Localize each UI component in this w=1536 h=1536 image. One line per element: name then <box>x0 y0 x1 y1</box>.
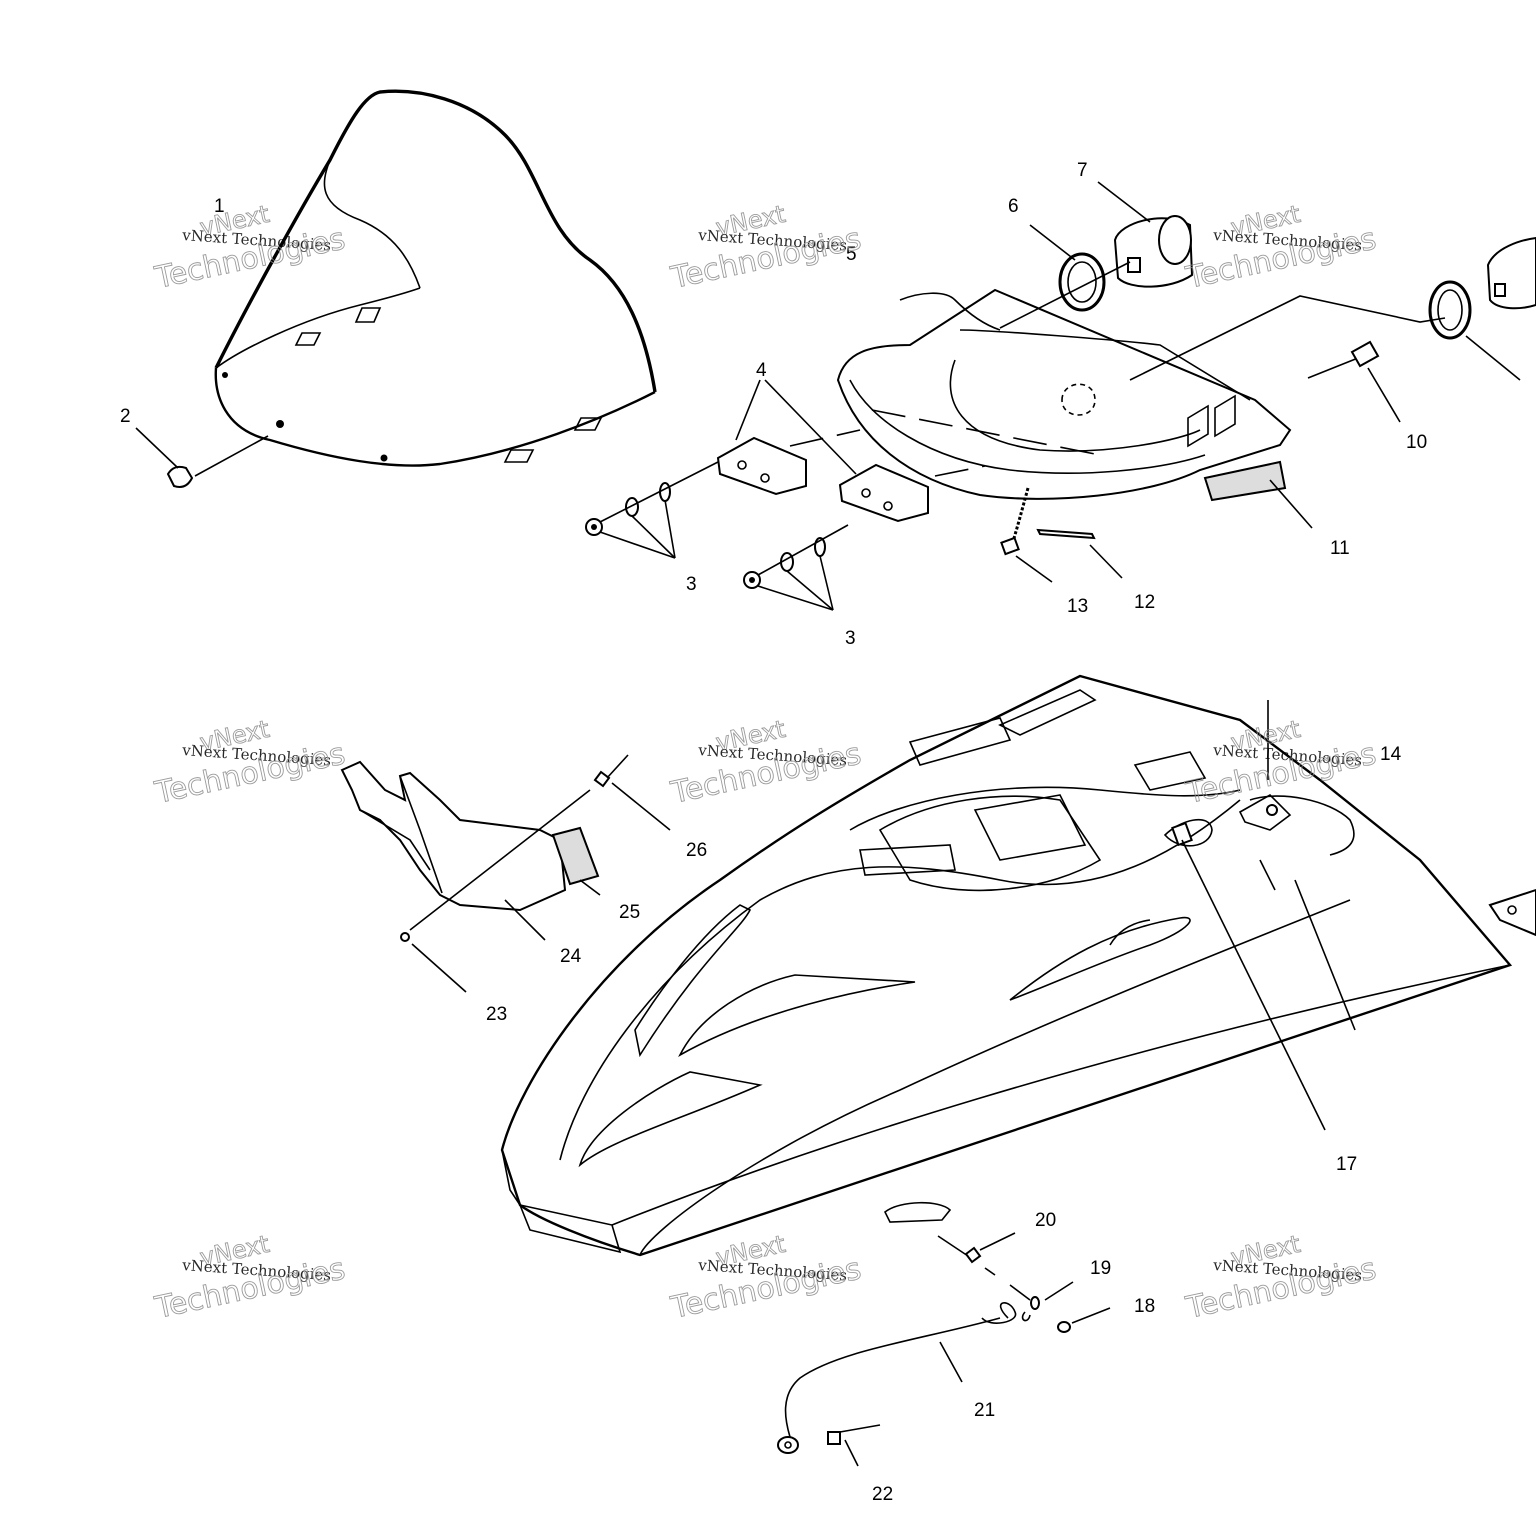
label-14: 14 <box>1380 744 1402 765</box>
label-12: 12 <box>1134 592 1155 613</box>
screw <box>135 427 269 488</box>
gauge-right <box>1129 236 1536 381</box>
label-18: 18 <box>1134 1296 1155 1317</box>
label-2: 2 <box>120 406 131 427</box>
label-6: 6 <box>1008 196 1019 217</box>
pad-and-wires <box>789 409 1313 583</box>
watermark: vNext vNext Technologies Technologies <box>667 1229 865 1326</box>
watermark: vNext vNext Technologies Technologies <box>151 199 349 296</box>
watermark: vNext vNext Technologies Technologies <box>667 199 865 296</box>
watermarks: vNext vNext Technologies Technologies vN… <box>151 199 1380 1326</box>
label-1: 1 <box>214 196 225 217</box>
label-13: 13 <box>1067 596 1088 617</box>
watermark: vNext vNext Technologies Technologies <box>151 1229 349 1326</box>
windshield <box>214 89 657 467</box>
label-21: 21 <box>974 1400 995 1421</box>
label-3a: 3 <box>686 574 697 595</box>
watermark: vNext vNext Technologies Technologies <box>667 714 865 811</box>
gauge <box>999 181 1194 329</box>
label-7: 7 <box>1077 160 1088 181</box>
right-bracket <box>1488 888 1536 937</box>
label-10: 10 <box>1406 432 1427 453</box>
part-labels: 1 2 3 3 4 5 6 7 10 11 12 13 14 17 18 19 … <box>120 160 1427 1505</box>
watermark: vNext vNext Technologies Technologies <box>151 714 349 811</box>
label-22: 22 <box>872 1484 893 1505</box>
label-11: 11 <box>1330 538 1350 559</box>
label-3b: 3 <box>845 628 856 649</box>
label-4: 4 <box>756 360 767 381</box>
bulb <box>1307 340 1401 423</box>
label-20: 20 <box>1035 1210 1056 1231</box>
hood <box>500 674 1513 1257</box>
tether-cable <box>777 1232 1111 1467</box>
side-vent <box>340 754 671 993</box>
label-25: 25 <box>619 902 640 923</box>
label-23: 23 <box>486 1004 507 1025</box>
watermark: vNext vNext Technologies Technologies <box>1182 1229 1380 1326</box>
nut-washer-set <box>585 461 849 611</box>
console-housing <box>836 288 1292 502</box>
bracket <box>716 379 929 523</box>
label-5: 5 <box>846 244 857 265</box>
label-26: 26 <box>686 840 707 861</box>
watermark: vNext vNext Technologies Technologies <box>1182 199 1380 296</box>
label-19: 19 <box>1090 1258 1111 1279</box>
label-24: 24 <box>560 946 582 967</box>
label-17: 17 <box>1336 1154 1357 1175</box>
